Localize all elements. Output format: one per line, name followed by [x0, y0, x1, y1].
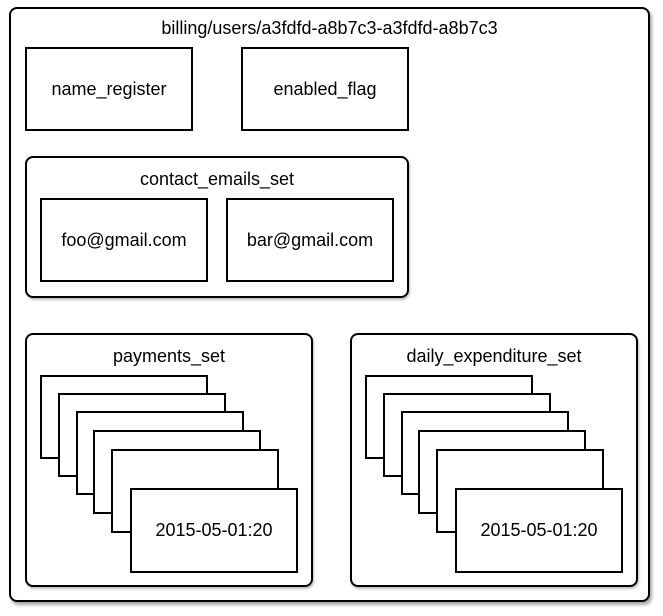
enabled-flag-box: enabled_flag	[241, 47, 409, 131]
contact-email-item: foo@gmail.com	[40, 198, 208, 282]
daily-expenditure-front-card: 2015-05-01:20	[455, 488, 623, 573]
contact-email-item: bar@gmail.com	[226, 198, 394, 282]
daily-expenditure-set-title: daily_expenditure_set	[406, 346, 582, 366]
name-register-box: name_register	[25, 47, 193, 131]
payments-front-card: 2015-05-01:20	[130, 488, 298, 573]
payments-set-title: payments_set	[112, 346, 226, 366]
map-title: billing/users/a3fdfd-a8b7c3-a3fdfd-a8b7c…	[161, 18, 498, 38]
contact-emails-set-title: contact_emails_set	[139, 169, 295, 189]
